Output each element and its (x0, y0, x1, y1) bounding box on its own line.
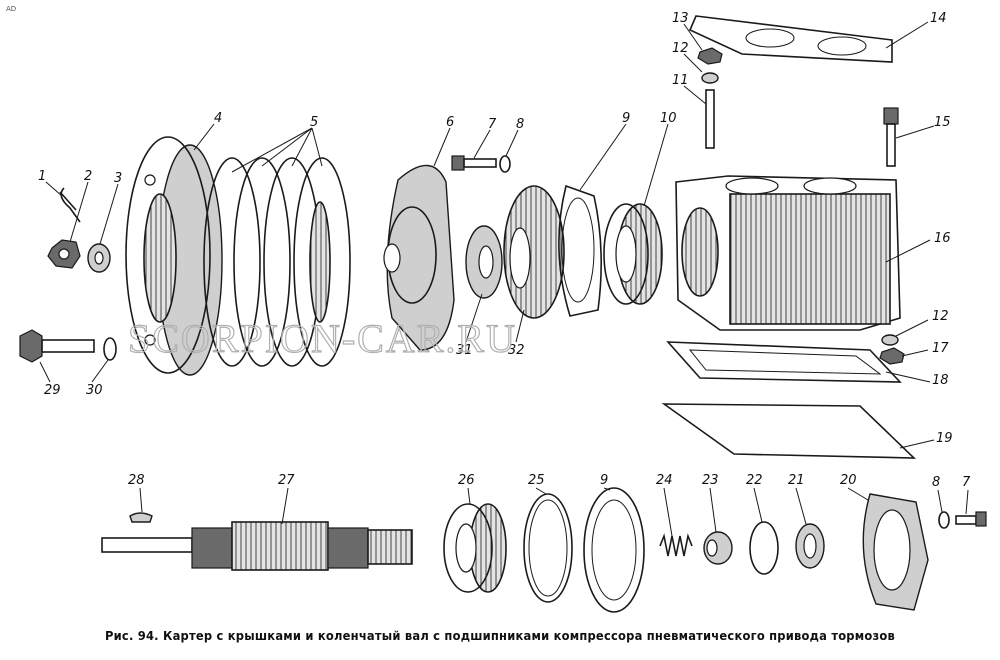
part-12-washer-side (881, 334, 899, 346)
callout-10: 10 (660, 111, 677, 126)
callout-16: 16 (934, 231, 951, 246)
callout-8: 8 (516, 117, 524, 132)
callout-26: 26 (458, 473, 475, 488)
callout-9: 9 (622, 111, 630, 126)
callout-8-lower: 8 (932, 475, 940, 490)
callout-5: 5 (310, 115, 318, 130)
part-18-gasket-bottom (666, 341, 902, 383)
callout-24: 24 (656, 473, 673, 488)
callout-1: 1 (38, 169, 46, 184)
part-7-bolt-lower (955, 511, 987, 527)
part-13-nut-top (697, 47, 723, 65)
callout-13: 13 (672, 11, 689, 26)
callout-11: 11 (672, 73, 689, 88)
corner-mark: AD (6, 5, 16, 13)
part-8-lock-washer (499, 155, 511, 173)
callout-3: 3 (114, 171, 122, 186)
part-15-bolt (883, 107, 899, 167)
part-19-bottom-plate (661, 403, 917, 459)
callout-30: 30 (86, 383, 103, 398)
part-31-bushing (465, 225, 503, 299)
part-22-tab-washer (749, 521, 779, 575)
part-29-bolt (19, 329, 95, 363)
callout-12: 12 (672, 41, 689, 56)
part-20-rear-cover (862, 493, 929, 611)
part-23-sleeve (703, 531, 733, 565)
figure-caption: Рис. 94. Картер с крышками и коленчатый … (105, 629, 895, 643)
callout-22: 22 (746, 473, 763, 488)
part-2-castle-nut (47, 239, 81, 269)
part-4-pulley (125, 136, 223, 376)
part-14-head-gasket (688, 15, 893, 63)
callout-18: 18 (932, 373, 949, 388)
callout-12-side: 12 (932, 309, 949, 324)
part-10-ball-bearing (603, 203, 663, 305)
callout-7-lower: 7 (962, 475, 971, 490)
part-17-nut-side (879, 347, 905, 365)
part-25-snap-ring (523, 493, 573, 603)
part-21-round-nut (795, 523, 825, 569)
part-3-washer (87, 243, 111, 273)
part-9-gasket-lower (583, 487, 645, 613)
callout-20: 20 (840, 473, 857, 488)
part-24-spring (659, 533, 693, 557)
callout-9-lower: 9 (600, 473, 608, 488)
leader-lines (39, 21, 969, 537)
part-26-ball-bearing (443, 503, 507, 593)
callout-29: 29 (44, 383, 61, 398)
part-7-bolt (451, 155, 497, 171)
part-27-crankshaft (101, 521, 413, 571)
part-9-gasket-upper (558, 184, 602, 317)
callout-32: 32 (508, 343, 525, 358)
callout-19: 19 (936, 431, 953, 446)
callout-17: 17 (932, 341, 949, 356)
callout-31: 31 (456, 343, 473, 358)
part-32-bearing-housing (503, 185, 565, 319)
callout-labels: 1 2 3 4 5 6 7 8 9 10 11 12 13 14 15 16 1… (38, 11, 971, 490)
part-16-crankcase (675, 175, 901, 331)
part-11-stud (705, 89, 715, 149)
callout-25: 25 (528, 473, 545, 488)
callout-15: 15 (934, 115, 951, 130)
callout-7: 7 (488, 117, 497, 132)
part-6-front-cover (383, 164, 455, 351)
callout-23: 23 (702, 473, 719, 488)
callout-28: 28 (128, 473, 145, 488)
part-5-gaskets (203, 157, 351, 367)
callout-6: 6 (446, 115, 454, 130)
part-28-key (129, 512, 153, 523)
part-8-lock-washer-lower (938, 511, 950, 529)
part-30-lock-washer (103, 337, 117, 361)
part-1-cotter-pin (59, 187, 81, 223)
callout-2: 2 (84, 169, 92, 184)
part-12-washer-top (701, 72, 719, 84)
callout-27: 27 (278, 473, 295, 488)
callout-14: 14 (930, 11, 947, 26)
callout-21: 21 (788, 473, 805, 488)
callout-4: 4 (214, 111, 222, 126)
watermark: SCORPION-CAR.RU (128, 316, 517, 361)
